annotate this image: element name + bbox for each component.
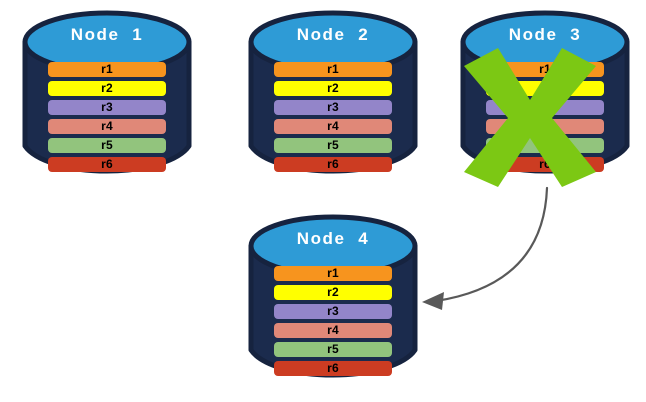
record-r5[interactable]: r5 [486,138,604,153]
record-r6[interactable]: r6 [274,157,392,172]
replication-arrow-icon [410,180,570,320]
record-r2[interactable]: r2 [274,285,392,300]
record-r5[interactable]: r5 [274,342,392,357]
record-r5[interactable]: r5 [48,138,166,153]
record-r2[interactable]: r2 [48,81,166,96]
record-r3[interactable]: r3 [48,100,166,115]
node-3-records: r1 r2 r3 r4 r5 r6 [486,62,604,172]
record-r2[interactable]: r2 [274,81,392,96]
record-r6[interactable]: r6 [274,361,392,376]
node-1[interactable]: Node 1 r1 r2 r3 r4 r5 r6 [22,8,192,180]
record-r1[interactable]: r1 [48,62,166,77]
record-r3[interactable]: r3 [274,304,392,319]
node-2-records: r1 r2 r3 r4 r5 r6 [274,62,392,172]
record-r4[interactable]: r4 [48,119,166,134]
node-4-records: r1 r2 r3 r4 r5 r6 [274,266,392,376]
record-r3[interactable]: r3 [486,100,604,115]
record-r1[interactable]: r1 [274,266,392,281]
record-r5[interactable]: r5 [274,138,392,153]
node-3[interactable]: Node 3 r1 r2 r3 r4 r5 r6 [460,8,630,180]
record-r3[interactable]: r3 [274,100,392,115]
record-r4[interactable]: r4 [274,119,392,134]
record-r1[interactable]: r1 [274,62,392,77]
record-r6[interactable]: r6 [48,157,166,172]
record-r2[interactable]: r2 [486,81,604,96]
record-r6[interactable]: r6 [486,157,604,172]
record-r1[interactable]: r1 [486,62,604,77]
node-1-records: r1 r2 r3 r4 r5 r6 [48,62,166,172]
node-2[interactable]: Node 2 r1 r2 r3 r4 r5 r6 [248,8,418,180]
record-r4[interactable]: r4 [274,323,392,338]
node-4[interactable]: Node 4 r1 r2 r3 r4 r5 r6 [248,212,418,384]
record-r4[interactable]: r4 [486,119,604,134]
